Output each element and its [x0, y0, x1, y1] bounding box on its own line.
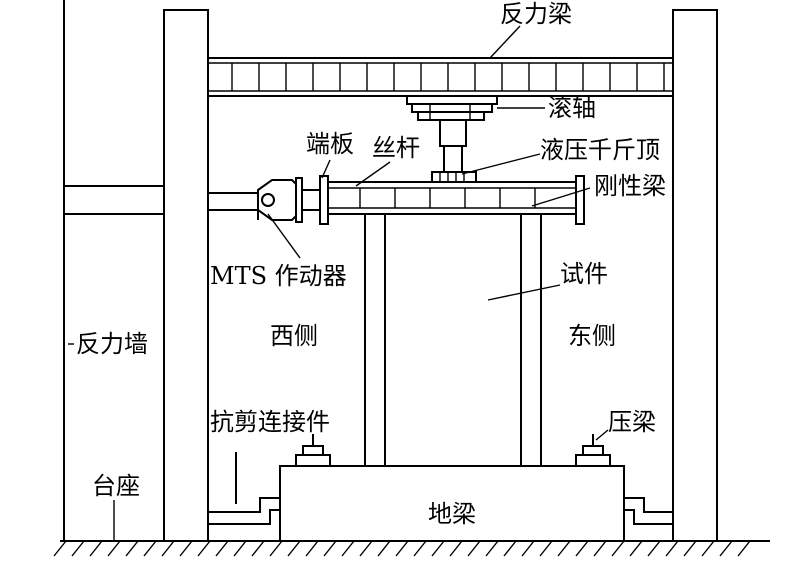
floor-hatch-line: [395, 540, 409, 557]
pedestal-label: 台座: [92, 472, 140, 500]
floor-hatch-line: [53, 540, 67, 557]
floor-hatch-line: [107, 540, 121, 557]
right-column: [672, 9, 718, 542]
floor-hatch-line: [305, 540, 319, 557]
rigid-beam-label: 刚性梁: [594, 172, 666, 200]
floor-hatch-line: [179, 540, 193, 557]
floor-hatch-line: [521, 540, 535, 557]
floor-hatch-line: [449, 540, 463, 557]
reaction-beam: [207, 57, 674, 97]
rigid-beam: [327, 175, 585, 225]
ground-floor: [53, 540, 770, 557]
specimen-label: 试件: [560, 260, 608, 288]
floor-hatch-line: [593, 540, 607, 557]
floor-hatch-line: [269, 540, 283, 557]
floor-hatch-line: [575, 540, 589, 557]
floor-hatch-line: [125, 540, 139, 557]
floor-hatch-line: [359, 540, 373, 557]
pressure-beam-label: 压梁: [608, 408, 656, 436]
floor-hatch-line: [233, 540, 247, 557]
floor-hatch-line: [701, 540, 715, 557]
floor-hatch-line: [467, 540, 481, 557]
floor-hatch-line: [719, 540, 733, 557]
floor-hatch-line: [71, 540, 85, 557]
floor-hatch-line: [431, 540, 445, 557]
leader-lines: [68, 25, 609, 441]
shear-connector-left: [208, 452, 280, 525]
floor-hatch-line: [143, 540, 157, 557]
pressure-beam-right: [575, 434, 611, 467]
floor-hatch-line: [341, 540, 355, 557]
shear-connector-right: [624, 497, 673, 525]
reaction-beam-label: 反力梁: [500, 0, 572, 28]
ground-beam-label: 地梁: [428, 500, 476, 528]
floor-hatch-line: [251, 540, 265, 557]
floor-hatch-line: [197, 540, 211, 557]
floor-hatch-line: [485, 540, 499, 557]
shear-connector-label: 抗剪连接件: [210, 408, 330, 436]
east-side-label: 东侧: [568, 322, 616, 350]
floor-hatch-line: [737, 540, 751, 557]
hydraulic-jack-label: 液压千斤顶: [540, 136, 660, 164]
west-side-label: 西侧: [270, 322, 318, 350]
floor-hatch-line: [377, 540, 391, 557]
reaction-wall: [63, 0, 165, 541]
reaction-wall-label: 反力墙: [76, 330, 148, 358]
roller: [406, 95, 498, 147]
floor-hatch-line: [287, 540, 301, 557]
mts-actuator-label: MTS 作动器: [210, 262, 347, 290]
floor-hatch-line: [611, 540, 625, 557]
floor-hatch-line: [647, 540, 661, 557]
specimen: [364, 213, 542, 467]
end-plate: [295, 175, 329, 225]
left-column: [163, 9, 209, 542]
floor-hatch-line: [665, 540, 679, 557]
floor-hatch-line: [683, 540, 697, 557]
hydraulic-jack: [431, 145, 477, 183]
floor-hatch-line: [503, 540, 517, 557]
floor-hatch-line: [413, 540, 427, 557]
ground-beam: [279, 465, 625, 542]
floor-hatch-line: [323, 540, 337, 557]
screw-rod-label: 丝杆: [372, 134, 420, 162]
mts-actuator: [208, 179, 297, 221]
floor-hatch-line: [161, 540, 175, 557]
pressure-beam-left: [295, 434, 331, 467]
floor-hatch-line: [557, 540, 571, 557]
floor-hatch-line: [89, 540, 103, 557]
floor-hatch-line: [539, 540, 553, 557]
floor-hatch-line: [629, 540, 643, 557]
roller-label: 滚轴: [548, 94, 596, 122]
end-plate-label: 端板: [306, 130, 354, 158]
floor-hatch-line: [215, 540, 229, 557]
